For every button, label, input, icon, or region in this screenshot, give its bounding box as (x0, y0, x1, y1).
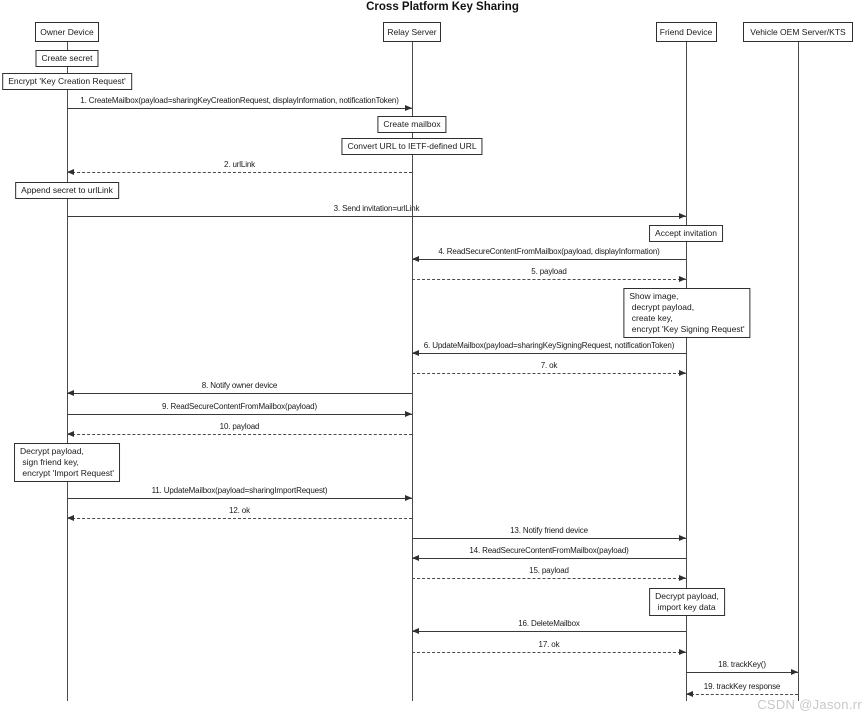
message-line (412, 353, 686, 354)
message-arrowhead (412, 350, 419, 356)
message-line (67, 498, 412, 499)
action-box-decrypt-payload: Decrypt payload, import key data (649, 588, 725, 616)
message-arrowhead (67, 169, 74, 175)
message-arrowhead (405, 105, 412, 111)
message-line (686, 694, 798, 695)
message-arrowhead (405, 411, 412, 417)
action-box-convert-url-to-ietf-defined-url: Convert URL to IETF-defined URL (341, 138, 483, 155)
message-line (67, 172, 412, 173)
message-arrowhead (791, 669, 798, 675)
message-label: 12. ok (229, 506, 250, 515)
message-label: 6. UpdateMailbox(payload=sharingKeySigni… (423, 341, 675, 350)
message-line (686, 672, 798, 673)
message-line (412, 652, 686, 653)
message-label: 10. payload (219, 422, 260, 431)
message-label: 5. payload (531, 267, 567, 276)
action-box-accept-invitation: Accept invitation (649, 225, 723, 242)
action-box-create-mailbox: Create mailbox (377, 116, 447, 133)
message-arrowhead (67, 390, 74, 396)
message-line (412, 558, 686, 559)
message-line (412, 279, 686, 280)
message-label: 19. trackKey response (703, 682, 781, 691)
message-arrowhead (686, 691, 693, 697)
message-line (412, 631, 686, 632)
message-arrowhead (679, 213, 686, 219)
participant-box-owner-device: Owner Device (35, 22, 99, 42)
message-arrowhead (679, 575, 686, 581)
lifeline-friend-device (686, 42, 687, 701)
message-line (412, 538, 686, 539)
action-box-encrypt-key-creation-request: Encrypt 'Key Creation Request' (2, 73, 132, 90)
message-label: 11. UpdateMailbox(payload=sharingImportR… (151, 486, 328, 495)
message-line (412, 373, 686, 374)
lifeline-owner-device (67, 42, 68, 701)
watermark: CSDN @Jason.rr (757, 697, 862, 712)
lifeline-relay-server (412, 42, 413, 701)
message-label: 3. Send invitation=urlLink (333, 204, 420, 213)
diagram-title: Cross Platform Key Sharing (366, 1, 519, 13)
message-label: 18. trackKey() (718, 660, 766, 669)
message-label: 1. CreateMailbox(payload=sharingKeyCreat… (80, 96, 399, 105)
message-label: 7. ok (540, 361, 558, 370)
lifeline-vehicle-oem-server-kts (798, 42, 799, 701)
message-arrowhead (679, 276, 686, 282)
message-label: 9. ReadSecureContentFromMailbox(payload) (162, 402, 317, 411)
message-line (67, 434, 412, 435)
message-line (67, 518, 412, 519)
message-arrowhead (67, 515, 74, 521)
message-line (412, 578, 686, 579)
message-arrowhead (412, 256, 419, 262)
message-arrowhead (679, 535, 686, 541)
message-label: 2. urlLink (224, 160, 255, 169)
participant-box-friend-device: Friend Device (655, 22, 717, 42)
message-label: 15. payload (529, 566, 569, 575)
message-arrowhead (679, 370, 686, 376)
message-label: 16. DeleteMailbox (518, 619, 580, 628)
message-line (412, 259, 686, 260)
action-box-create-secret: Create secret (35, 50, 99, 67)
message-arrowhead (405, 495, 412, 501)
message-arrowhead (67, 431, 74, 437)
message-label: 13. Notify friend device (510, 526, 588, 535)
message-label: 14. ReadSecureContentFromMailbox(payload… (469, 546, 629, 555)
message-label: 8. Notify owner device (201, 381, 278, 390)
message-label: 17. ok (538, 640, 560, 649)
participant-box-vehicle-oem-server-kts: Vehicle OEM Server/KTS (743, 22, 853, 42)
message-arrowhead (412, 628, 419, 634)
message-label: 4. ReadSecureContentFromMailbox(payload,… (438, 247, 660, 256)
message-line (67, 216, 686, 217)
message-line (67, 414, 412, 415)
message-arrowhead (412, 555, 419, 561)
participant-box-relay-server: Relay Server (383, 22, 441, 42)
action-box-show-image: Show image, decrypt payload, create key,… (623, 288, 751, 338)
message-line (67, 108, 412, 109)
action-box-append-secret-to-urllink: Append secret to urlLink (15, 182, 119, 199)
message-arrowhead (679, 649, 686, 655)
action-box-decrypt-payload: Decrypt payload, sign friend key, encryp… (14, 443, 120, 482)
message-line (67, 393, 412, 394)
